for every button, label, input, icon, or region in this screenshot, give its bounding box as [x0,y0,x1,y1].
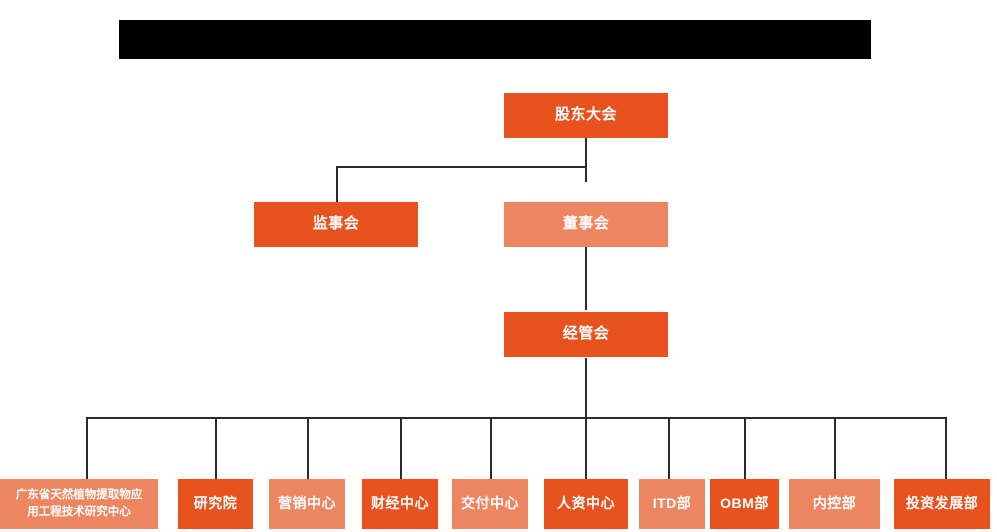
node-management-committee[interactable]: 经管会 [504,312,668,357]
node-department-3-label: 营销中心 [278,495,336,512]
connector-management-to-bus [585,358,587,418]
node-department-8[interactable]: OBM部 [710,479,779,529]
node-board-of-directors-label: 董事会 [562,215,610,233]
connector-drop-dept-2 [215,417,217,479]
connector-drop-dept-4 [400,417,402,479]
node-management-committee-label: 经管会 [562,325,610,343]
node-department-7-label: ITD部 [652,495,692,512]
connector-drop-dept-3 [307,417,309,479]
node-department-4[interactable]: 财经中心 [362,479,438,529]
node-shareholders-meeting[interactable]: 股东大会 [504,93,668,138]
connector-drop-dept-5 [490,417,492,479]
connector-shareholders-to-supervisors [336,166,587,168]
node-department-6[interactable]: 人资中心 [544,479,628,529]
connector-drop-dept-8 [744,417,746,479]
connector-shareholders-down [585,138,587,182]
node-department-7[interactable]: ITD部 [639,479,705,529]
node-department-3[interactable]: 营销中心 [269,479,345,529]
node-department-5[interactable]: 交付中心 [452,479,528,529]
node-department-1[interactable]: 广东省天然植物提取物应 用工程技术研究中心 [0,479,158,529]
node-shareholders-meeting-label: 股东大会 [554,106,617,124]
redacted-title-bar [119,20,871,59]
node-department-1-label: 广东省天然植物提取物应 用工程技术研究中心 [15,489,143,518]
node-department-2-label: 研究院 [193,495,238,512]
node-department-6-label: 人资中心 [557,495,615,512]
node-department-9-label: 内控部 [812,495,857,512]
connector-drop-dept-10 [945,417,947,479]
node-board-of-supervisors[interactable]: 监事会 [254,202,418,247]
connector-directors-to-management [585,240,587,310]
node-department-10[interactable]: 投资发展部 [894,479,990,529]
connector-drop-dept-7 [668,417,670,479]
node-department-2[interactable]: 研究院 [178,479,253,529]
connector-drop-dept-9 [834,417,836,479]
node-board-of-directors[interactable]: 董事会 [504,202,668,247]
node-department-8-label: OBM部 [720,495,769,512]
node-department-4-label: 财经中心 [371,495,429,512]
node-department-10-label: 投资发展部 [905,495,979,512]
node-department-5-label: 交付中心 [461,495,519,512]
node-board-of-supervisors-label: 监事会 [312,215,360,233]
connector-drop-dept-6 [585,417,587,479]
connector-department-bus [86,417,946,419]
connector-drop-dept-1 [86,417,88,479]
connector-drop-supervisors [336,166,338,202]
node-department-9[interactable]: 内控部 [789,479,880,529]
